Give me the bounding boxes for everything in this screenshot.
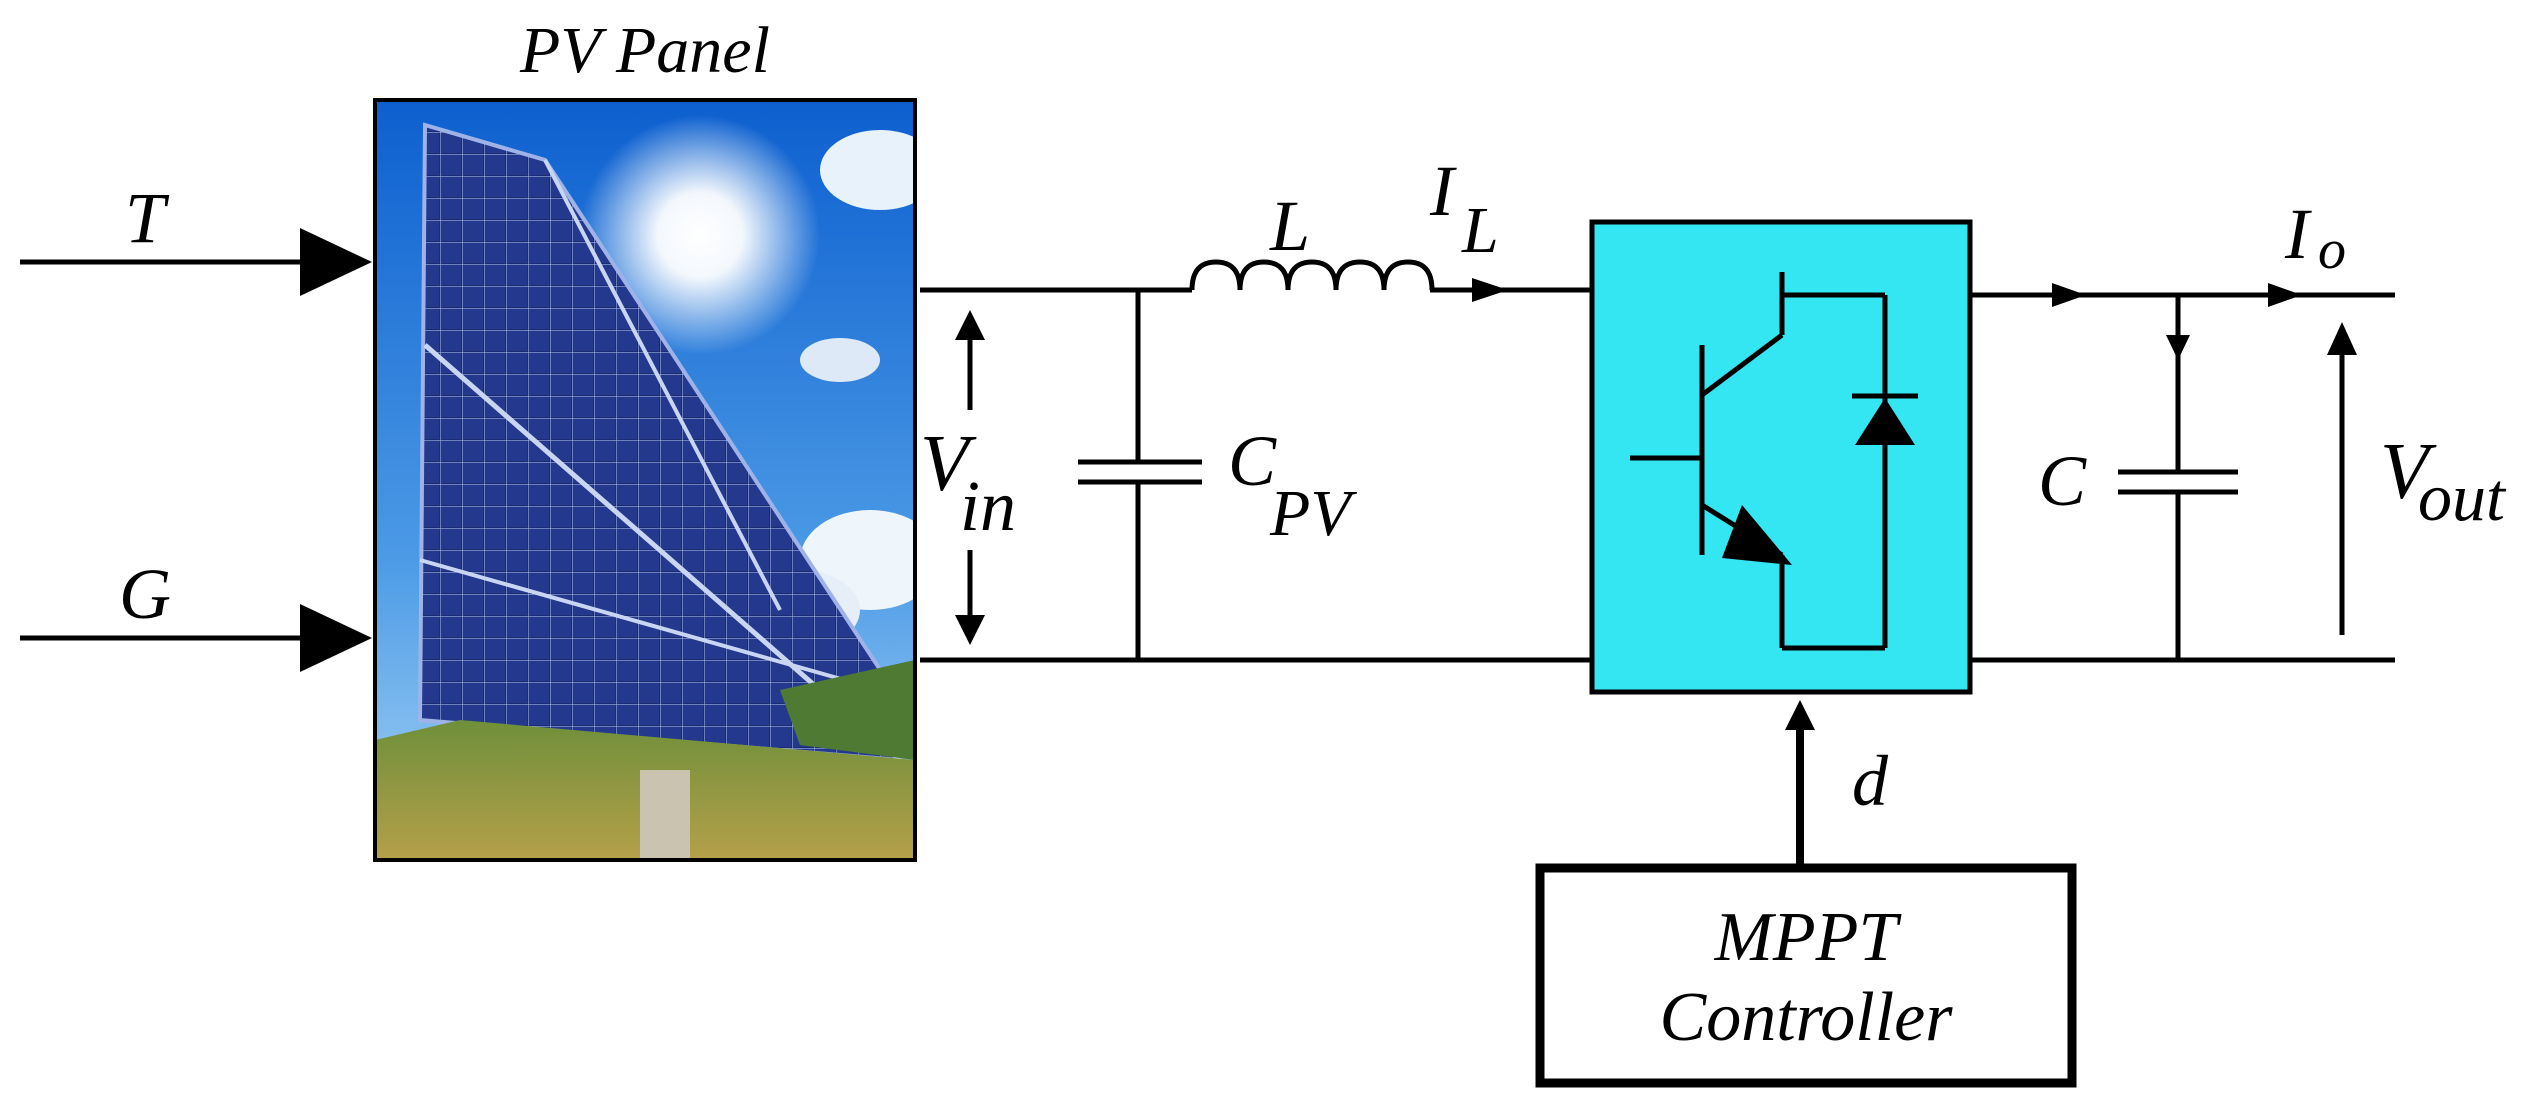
inductor-label: L [1269, 186, 1310, 266]
pv-capacitor-label: C [1228, 421, 1277, 501]
input-voltage-label: V [920, 420, 977, 508]
duty-cycle-arrow [1785, 700, 1815, 730]
input-voltage-arrow [955, 310, 985, 645]
duty-cycle-label: d [1852, 741, 1889, 821]
pv-panel-frame [373, 98, 917, 862]
mppt-controller-line1: MPPT [1714, 899, 1903, 976]
capacitor-current-arrow [2166, 335, 2190, 360]
inductor-current-arrow [1472, 278, 1508, 302]
output-current-subscript: o [2318, 219, 2346, 281]
irradiance-label: G [119, 554, 171, 634]
inductor-current-subscript: L [1461, 194, 1499, 267]
temperature-label: T [125, 178, 170, 258]
pv-capacitor-subscript: PV [1269, 477, 1357, 550]
igbt-with-diode-icon [1630, 272, 1918, 651]
inductor-coil [1189, 259, 1435, 291]
pv-panel-image [375, 100, 915, 860]
output-voltage-subscript: out [2418, 459, 2507, 535]
inductor-current-label: I [1429, 151, 1457, 231]
output-current-label: I [2284, 194, 2312, 274]
output-voltage-label: V [2380, 428, 2437, 516]
sun-icon [580, 115, 820, 355]
output-current-arrow-2 [2268, 283, 2302, 307]
output-voltage-arrow [2327, 322, 2357, 635]
mppt-controller-line2: Controller [1660, 979, 1954, 1056]
input-voltage-subscript: in [960, 466, 1016, 546]
mppt-controller-box [1535, 863, 2077, 1088]
pv-panel-title: PV Panel [519, 14, 770, 87]
irradiance-input-arrow [20, 604, 372, 672]
temperature-input-arrow [20, 228, 372, 296]
output-current-arrow-1 [2052, 283, 2086, 307]
output-capacitor-label: C [2038, 441, 2087, 521]
